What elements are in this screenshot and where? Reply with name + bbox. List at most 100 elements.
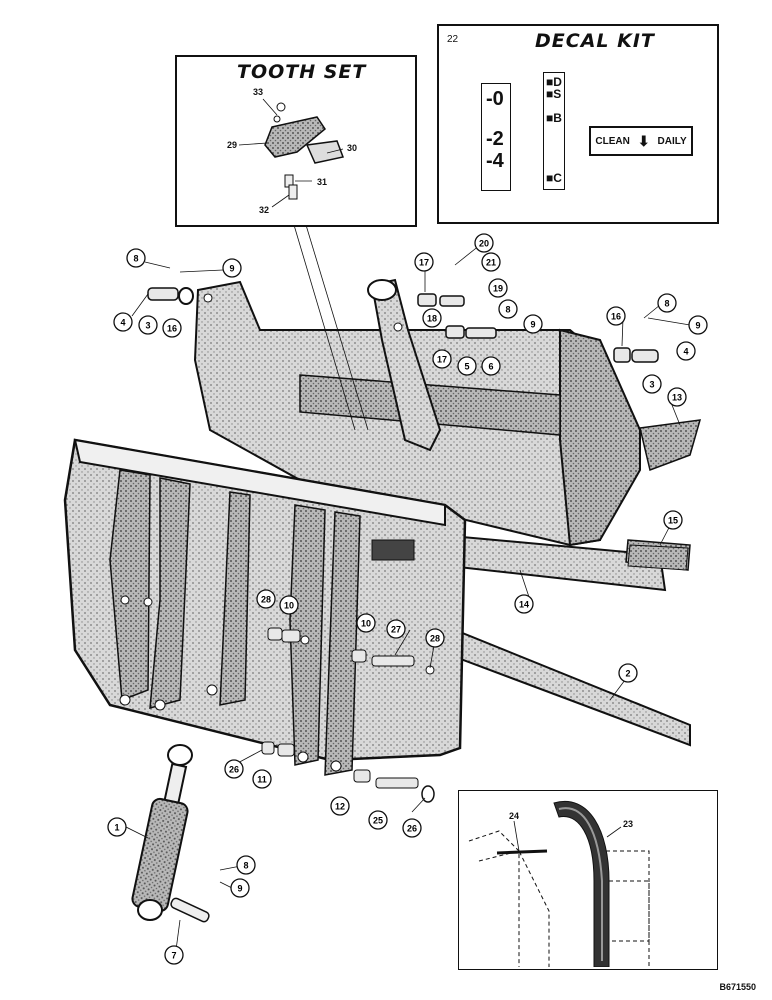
callout-12: 12: [330, 796, 350, 816]
callout-18: 18: [422, 308, 442, 328]
gauge-letter-s: ■S: [546, 87, 562, 101]
svg-text:4: 4: [683, 347, 688, 357]
callout-8: 8: [657, 293, 677, 313]
svg-text:16: 16: [167, 324, 177, 334]
svg-text:16: 16: [611, 312, 621, 322]
callout-5: 5: [457, 356, 477, 376]
callout-8: 8: [236, 855, 256, 875]
svg-text:10: 10: [361, 619, 371, 629]
tooth-set-panel: TOOTH SET 33 29 30 31 32: [175, 55, 417, 227]
gauge-letter-c: ■C: [546, 171, 562, 185]
callout-19: 19: [488, 278, 508, 298]
callout-3: 3: [642, 374, 662, 394]
callout-27: 27: [386, 619, 406, 639]
svg-text:15: 15: [668, 516, 678, 526]
callout-32: 32: [259, 205, 270, 215]
svg-text:18: 18: [427, 314, 437, 324]
svg-text:19: 19: [493, 284, 503, 294]
svg-text:28: 28: [261, 595, 271, 605]
callout-23: 23: [623, 819, 634, 829]
callout-9: 9: [222, 258, 242, 278]
svg-text:7: 7: [171, 951, 176, 961]
svg-text:12: 12: [335, 802, 345, 812]
callout-16: 16: [162, 318, 182, 338]
callout-13: 13: [667, 387, 687, 407]
clean-label: CLEAN: [595, 135, 630, 147]
callout-10: 10: [279, 595, 299, 615]
svg-text:26: 26: [229, 765, 239, 775]
callout-9: 9: [523, 314, 543, 334]
svg-text:17: 17: [419, 258, 429, 268]
svg-text:11: 11: [257, 775, 267, 785]
callout-6: 6: [481, 356, 501, 376]
callout-11: 11: [252, 769, 272, 789]
callout-7: 7: [164, 945, 184, 965]
svg-text:28: 28: [430, 634, 440, 644]
callout-3: 3: [138, 315, 158, 335]
svg-text:13: 13: [672, 393, 682, 403]
svg-text:6: 6: [488, 362, 493, 372]
svg-text:20: 20: [479, 239, 489, 249]
svg-text:14: 14: [519, 600, 529, 610]
svg-text:9: 9: [237, 884, 242, 894]
decal-kit-ref: 22: [447, 34, 459, 45]
hardware: [147, 287, 689, 803]
svg-text:26: 26: [407, 824, 417, 834]
decal-kit-panel: 22 DECAL KIT -0 -2 -4 ■D ■S ■B ■C CLEAN …: [437, 24, 719, 224]
callout-4: 4: [676, 341, 696, 361]
svg-text:5: 5: [464, 362, 469, 372]
callout-16: 16: [606, 306, 626, 326]
callout-24: 24: [509, 811, 520, 821]
svg-text:9: 9: [530, 320, 535, 330]
svg-text:17: 17: [437, 355, 447, 365]
callout-9: 9: [688, 315, 708, 335]
callout-21: 21: [481, 252, 501, 272]
svg-text:8: 8: [243, 861, 248, 871]
gauge-letter-b: ■B: [546, 111, 562, 125]
svg-text:9: 9: [229, 264, 234, 274]
inset-drawing: [468, 800, 650, 967]
svg-text:2: 2: [625, 669, 630, 679]
callout-26: 26: [402, 818, 422, 838]
daily-label: DAILY: [657, 135, 687, 147]
down-arrow-icon: ⬇: [637, 132, 650, 149]
callout-2: 2: [618, 663, 638, 683]
callout-1: 1: [107, 817, 127, 837]
gauge-letter-d: ■D: [546, 75, 562, 89]
svg-text:3: 3: [649, 380, 654, 390]
callout-20: 20: [474, 233, 494, 253]
upright-arm: [367, 278, 442, 452]
inset-detail-panel: 24 23: [458, 790, 718, 970]
callout-15: 15: [663, 510, 683, 530]
callout-4: 4: [113, 312, 133, 332]
callout-30: 30: [347, 143, 358, 153]
callout-29: 29: [227, 140, 238, 150]
callout-17: 17: [432, 349, 452, 369]
leader-lines: [121, 224, 691, 951]
tooth-set-drawing: [238, 98, 345, 208]
callout-14: 14: [514, 594, 534, 614]
svg-text:3: 3: [145, 321, 150, 331]
callout-8: 8: [126, 248, 146, 268]
svg-text:1: 1: [114, 823, 119, 833]
callout-28: 28: [425, 628, 445, 648]
svg-text:10: 10: [284, 601, 294, 611]
gauge-mark-4: -4: [486, 150, 504, 172]
gauge-decal-right: ■D ■S ■B ■C: [543, 72, 565, 190]
drawing-number: B671550: [719, 982, 756, 992]
tooth-set-title: TOOTH SET: [237, 61, 367, 83]
callout-17: 17: [414, 252, 434, 272]
svg-text:25: 25: [373, 816, 383, 826]
clean-daily-decal: CLEAN ⬇ DAILY: [589, 126, 693, 156]
gauge-decal-left: -0 -2 -4: [481, 83, 511, 191]
callout-8: 8: [498, 299, 518, 319]
callout-9: 9: [230, 878, 250, 898]
callout-10: 10: [356, 613, 376, 633]
callout-26: 26: [224, 759, 244, 779]
svg-text:4: 4: [120, 318, 125, 328]
svg-text:8: 8: [664, 299, 669, 309]
svg-text:8: 8: [133, 254, 138, 264]
